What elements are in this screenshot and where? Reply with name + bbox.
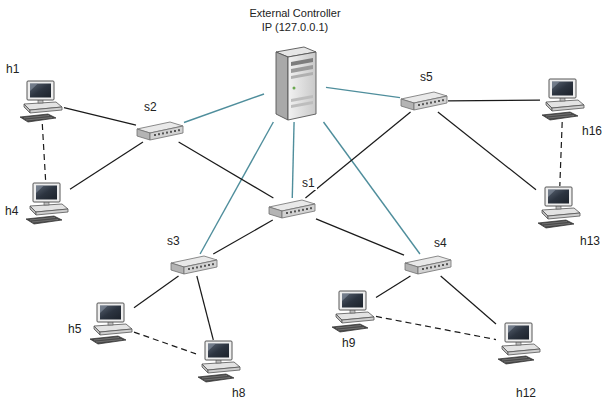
switch-icon	[136, 120, 184, 142]
host-computer-icon	[18, 80, 64, 124]
host-range-dash	[42, 124, 45, 182]
host-range-dash	[376, 316, 496, 339]
host-name: h8	[230, 386, 247, 400]
host-computer: h16	[540, 78, 586, 122]
host-computer-icon	[330, 290, 376, 334]
host-name: h4	[3, 204, 20, 218]
node-label: h4	[3, 204, 20, 218]
host-name: h12	[514, 386, 538, 400]
switch-name: s2	[142, 100, 159, 114]
switch-icon	[404, 254, 452, 276]
data-link	[376, 276, 410, 298]
node-label: h16	[580, 124, 604, 138]
data-link	[197, 276, 213, 340]
switch: s5	[400, 90, 448, 112]
node-label: h8	[230, 386, 247, 400]
data-link	[305, 112, 410, 198]
data-link	[64, 108, 136, 126]
switch: s3	[170, 254, 218, 276]
node-label: h1	[4, 62, 21, 76]
host-computer-icon	[88, 302, 134, 346]
switch: s1	[268, 198, 316, 220]
data-link	[213, 220, 273, 254]
switch-name: s3	[165, 234, 182, 248]
controller-server: External ControllerIP (127.0.0.1)	[264, 44, 326, 122]
switch-icon	[400, 90, 448, 112]
host-range-dash	[560, 122, 562, 186]
data-link	[448, 100, 540, 102]
data-link	[134, 276, 179, 308]
switch-name: s1	[300, 176, 317, 190]
controller-label: External Controller	[247, 6, 342, 20]
host-computer: h9	[330, 290, 376, 334]
controller-label: IP (127.0.0.1)	[247, 20, 342, 34]
control-link	[200, 122, 273, 254]
switch: s2	[136, 120, 184, 142]
node-label: h12	[514, 386, 538, 400]
host-computer: h1	[18, 80, 64, 124]
host-name: h9	[340, 336, 357, 350]
data-link	[70, 142, 143, 189]
host-name: h5	[66, 322, 83, 336]
host-computer-icon	[540, 78, 586, 122]
host-computer-icon	[24, 182, 70, 226]
switch: s4	[404, 254, 452, 276]
node-label: h13	[578, 234, 602, 248]
host-computer-icon	[536, 186, 582, 230]
control-link	[292, 122, 294, 198]
data-link	[316, 219, 404, 255]
host-name: h1	[4, 62, 21, 76]
node-label: External ControllerIP (127.0.0.1)	[247, 6, 342, 34]
controller-server-icon	[264, 44, 326, 122]
data-link	[438, 112, 536, 190]
node-label: s1	[300, 176, 317, 190]
switch-name: s5	[418, 70, 435, 84]
host-computer: h8	[196, 340, 242, 384]
node-label: h9	[340, 336, 357, 350]
host-name: h16	[580, 124, 604, 138]
data-link	[441, 276, 496, 324]
host-computer: h13	[536, 186, 582, 230]
control-link	[324, 122, 420, 254]
host-name: h13	[578, 234, 602, 248]
node-label: s4	[432, 236, 449, 250]
switch-icon	[268, 198, 316, 220]
node-label: s3	[165, 234, 182, 248]
data-link	[179, 142, 274, 198]
host-computer-icon	[196, 340, 242, 384]
control-link	[184, 94, 264, 122]
node-label: s2	[142, 100, 159, 114]
host-range-dash	[134, 332, 196, 354]
switch-icon	[170, 254, 218, 276]
host-computer-icon	[496, 322, 542, 366]
node-label: s5	[418, 70, 435, 84]
control-link	[326, 87, 400, 97]
host-computer: h12	[496, 322, 542, 366]
host-computer: h4	[24, 182, 70, 226]
host-computer: h5	[88, 302, 134, 346]
switch-name: s4	[432, 236, 449, 250]
node-label: h5	[66, 322, 83, 336]
